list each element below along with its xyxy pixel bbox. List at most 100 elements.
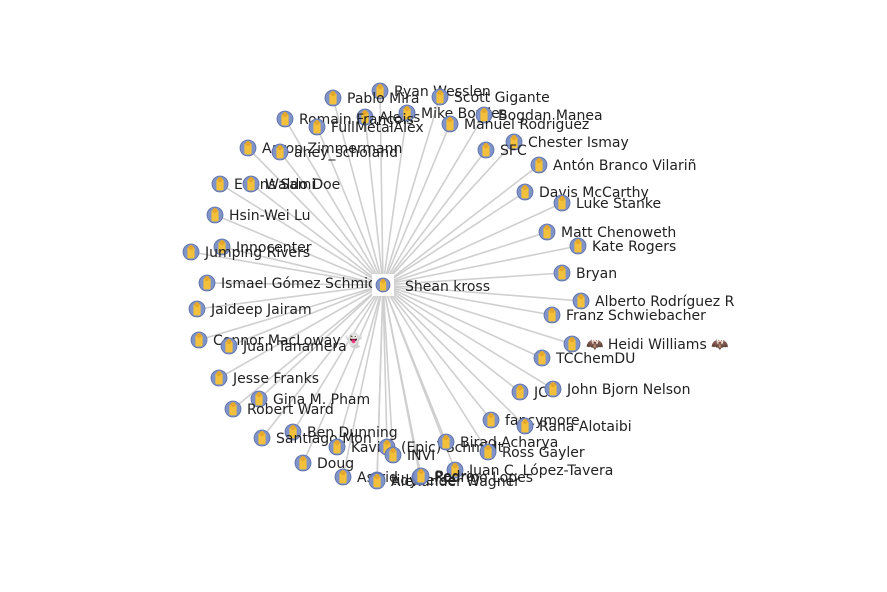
- edge: [232, 284, 384, 410]
- graph-node[interactable]: Franz Schwiebacher: [543, 306, 706, 324]
- avatar-head: [550, 382, 556, 388]
- graph-node[interactable]: Gina M. Pham: [250, 390, 370, 408]
- graph-node[interactable]: Chester Ismay: [505, 133, 629, 151]
- graph-node[interactable]: Bogdan Manea: [475, 106, 603, 124]
- avatar-figure: [558, 268, 566, 280]
- graph-node[interactable]: Jaideep Jairam: [188, 300, 312, 318]
- edge: [382, 284, 492, 421]
- avatar-figure: [299, 458, 307, 470]
- avatar-head: [204, 276, 210, 282]
- avatar-figure: [193, 304, 201, 316]
- graph-node[interactable]: TCChemDU: [533, 349, 635, 367]
- graph-node[interactable]: Manuel Rodriguez: [441, 115, 589, 133]
- node-label: Ben Dunning: [307, 425, 398, 441]
- avatar-head: [483, 143, 489, 149]
- avatar-figure: [417, 471, 425, 483]
- graph-node[interactable]: 🦇 Heidi Williams 🦇: [563, 335, 729, 353]
- avatar-head: [390, 448, 396, 454]
- graph-node[interactable]: Kavi: [328, 438, 381, 456]
- graph-node[interactable]: Luke Stanke: [553, 194, 661, 212]
- avatar-head: [481, 108, 487, 114]
- graph-node[interactable]: JC: [511, 383, 548, 401]
- edge: [284, 118, 384, 286]
- avatar-head: [377, 84, 383, 90]
- edge: [214, 214, 384, 286]
- graph-node[interactable]: John Bjorn Nelson: [544, 380, 691, 398]
- avatar-figure: [403, 108, 411, 120]
- node-label: Juan Tanamera: [242, 339, 347, 355]
- graph-node[interactable]: INVI: [384, 446, 435, 464]
- graph-node[interactable]: ahey_scholand: [271, 143, 398, 161]
- avatar-head: [330, 91, 336, 97]
- edge: [382, 114, 485, 286]
- graph-node[interactable]: Juan C. López-Tavera: [446, 461, 613, 479]
- avatar-head: [282, 112, 288, 118]
- avatar-head: [217, 177, 223, 183]
- graph-node[interactable]: Jesse Franks: [210, 369, 319, 387]
- avatar-head: [374, 474, 380, 480]
- edge: [379, 90, 384, 286]
- avatar-head: [522, 419, 528, 425]
- graph-node[interactable]: Santiago Mon: [253, 429, 372, 447]
- graph-node[interactable]: Innocenter: [213, 238, 312, 256]
- graph-node[interactable]: fancymore: [482, 411, 580, 429]
- edge: [382, 284, 489, 453]
- graph-node[interactable]: Aaron Zimmermann: [239, 139, 402, 157]
- avatar-head: [277, 145, 283, 151]
- graph-node[interactable]: SFC: [477, 141, 527, 159]
- graph-node[interactable]: Ross Gayler: [479, 443, 585, 461]
- node-label: Chester Ismay: [528, 135, 629, 151]
- graph-node[interactable]: Ben Dunning: [284, 423, 398, 441]
- edge: [382, 284, 526, 427]
- avatar-head: [290, 425, 296, 431]
- avatar-figure: [436, 92, 444, 104]
- edge: [382, 245, 579, 286]
- avatar-head: [188, 245, 194, 251]
- avatar-figure: [218, 242, 226, 254]
- node-label: Aaron Zimmermann: [262, 141, 402, 157]
- graph-node[interactable]: Alberto Rodríguez R: [572, 292, 735, 310]
- avatar-figure: [484, 447, 492, 459]
- graph-node[interactable]: Connor MacLoway 👻: [190, 331, 363, 349]
- graph-node[interactable]: Bryan: [553, 264, 617, 282]
- graph-node[interactable]: Ismael Gómez Schmidt: [198, 274, 383, 292]
- graph-node[interactable]: FullMetalAlex: [308, 118, 424, 136]
- graph-node[interactable]: Antón Branco Vilariñ: [530, 156, 697, 174]
- avatar-head: [300, 456, 306, 462]
- avatar-head: [362, 110, 368, 116]
- graph-node[interactable]: Doug: [294, 454, 354, 472]
- graph-node[interactable]: Robert Ward: [224, 400, 334, 418]
- avatar-head: [485, 445, 491, 451]
- graph-node[interactable]: Pablo Mira: [324, 89, 420, 107]
- avatar-figure: [373, 476, 381, 488]
- graph-node[interactable]: Waldo Doe: [242, 175, 340, 193]
- graph-node[interactable]: Astrid: [334, 468, 398, 486]
- graph-node[interactable]: Scott Gigante: [431, 88, 550, 106]
- avatar-figure: [195, 335, 203, 347]
- graph-node[interactable]: Juan Tanamera: [220, 337, 347, 355]
- graph-node[interactable]: Hsin-Wei Lu: [206, 206, 310, 224]
- graph-node[interactable]: Romain François: [276, 110, 414, 128]
- avatar-head: [259, 431, 265, 437]
- avatar-head: [245, 141, 251, 147]
- graph-node[interactable]: Matt Chenoweth: [538, 223, 676, 241]
- avatar-head: [196, 333, 202, 339]
- graph-node[interactable]: Rana Alotaibi: [516, 417, 632, 435]
- graph-node[interactable]: Pedro: [412, 467, 474, 485]
- edge: [382, 191, 526, 286]
- avatar-head: [559, 266, 565, 272]
- edge: [382, 284, 543, 359]
- edge: [382, 284, 521, 393]
- node-label: Jesse Franks: [232, 371, 319, 387]
- avatar-figure: [329, 93, 337, 105]
- edge: [382, 272, 563, 286]
- avatar-head: [539, 351, 545, 357]
- node-label: Rana Alotaibi: [539, 419, 632, 435]
- edge: [382, 231, 548, 286]
- avatar-head: [230, 402, 236, 408]
- edge: [219, 183, 384, 286]
- graph-node[interactable]: Jumping Rivers: [182, 243, 310, 261]
- center-node[interactable]: Shean kross: [372, 274, 490, 296]
- graph-node[interactable]: Kate Rogers: [569, 237, 676, 255]
